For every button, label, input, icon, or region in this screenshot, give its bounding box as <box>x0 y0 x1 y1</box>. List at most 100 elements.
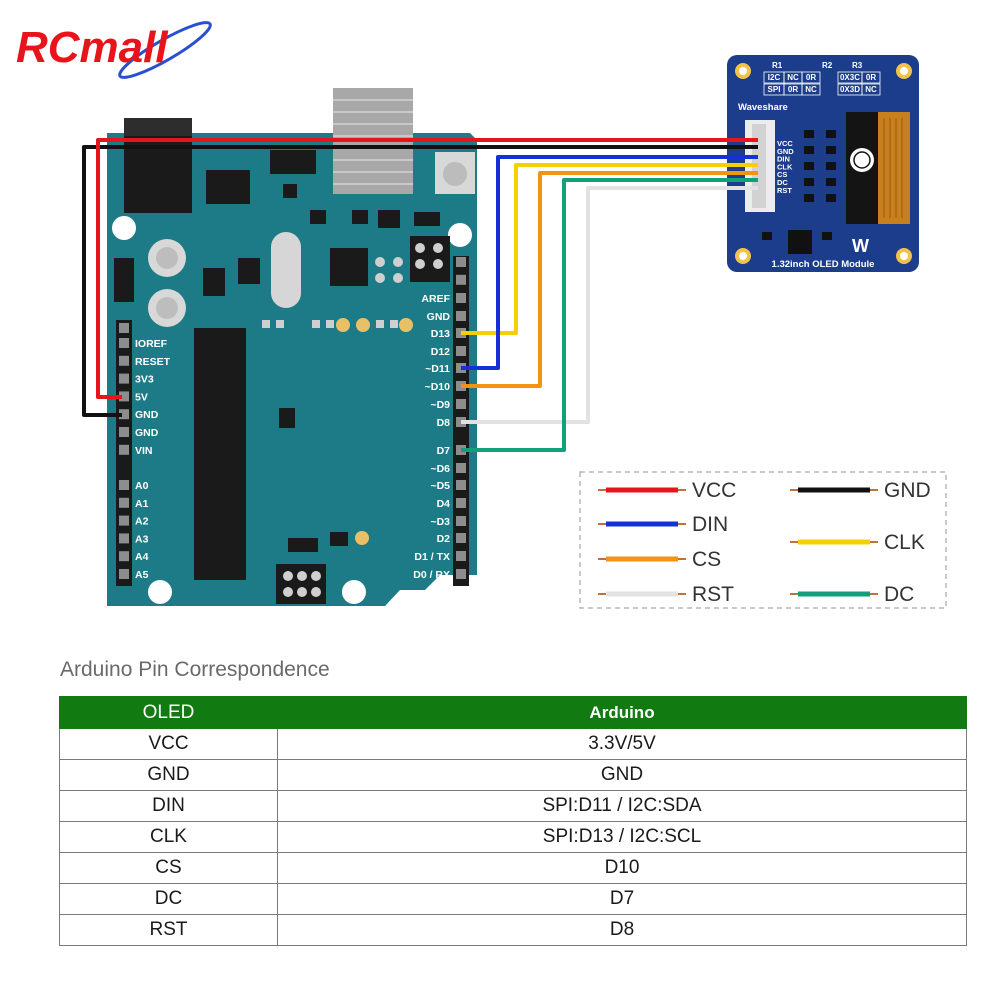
waveshare-logo-mark: W <box>852 236 869 256</box>
connector-pin-label: CLK <box>777 162 793 171</box>
oled-pin-cell: CLK <box>59 821 278 853</box>
res-label-r2: R2 <box>822 61 833 70</box>
legend-label: CS <box>692 548 721 571</box>
power-pin-label: 3V3 <box>135 374 154 386</box>
legend-label: CLK <box>884 531 925 554</box>
config-cell <box>861 71 881 84</box>
config-cell-text: 0R <box>806 73 816 82</box>
wire-cs <box>461 171 758 388</box>
config-table-left: I2C NC 0R SPI 0R NC <box>763 71 821 96</box>
connector-pin-label: DIN <box>777 155 790 164</box>
analog-pin-label: A0 <box>135 480 149 492</box>
analog-pin-label: A5 <box>135 569 149 581</box>
digital-pin-square <box>456 399 466 409</box>
wire-din <box>461 155 758 370</box>
config-cell-text: NC <box>805 85 817 94</box>
oled-pin-cell: DC <box>59 883 278 915</box>
legend-item: VCC <box>598 479 736 502</box>
analog-pin-label: A2 <box>135 516 149 528</box>
analog-pin-square <box>119 497 129 508</box>
res-label-r1: R1 <box>772 61 783 70</box>
analog-pin-square <box>119 551 129 562</box>
oled-pin-cell: GND <box>59 759 278 791</box>
digital-pin-label: ~D10 <box>425 381 451 393</box>
power-pin-square <box>119 444 129 455</box>
config-cell-text: NC <box>787 73 799 82</box>
oled-pin-cell: VCC <box>59 728 278 760</box>
digital-pin-label: ~D9 <box>430 399 450 411</box>
analog-pin-square <box>119 480 129 490</box>
config-cell <box>861 83 881 96</box>
digital-pin-square <box>456 346 466 356</box>
crystal <box>271 232 301 308</box>
analog-pin-label: A1 <box>135 498 149 510</box>
digital-pin-label: ~D6 <box>430 463 450 475</box>
module-name: 1.32inch OLED Module <box>772 259 875 270</box>
config-cell <box>801 83 821 96</box>
wire-vcc <box>96 138 758 399</box>
oled-pin-cell: CS <box>59 852 278 884</box>
analog-pin-square <box>119 515 129 526</box>
digital-pin-square <box>456 257 466 267</box>
digital-pin-label: D2 <box>437 533 451 545</box>
wire-gnd <box>82 145 758 417</box>
digital-pin-square <box>456 274 466 285</box>
legend-item: GND <box>790 479 931 502</box>
power-pin-square <box>119 355 129 366</box>
legend-item: DIN <box>598 513 728 536</box>
power-pin-label: GND <box>135 409 159 421</box>
digital-pin-square <box>456 516 466 526</box>
oled-pin-cell: DIN <box>59 790 278 822</box>
wire-dc <box>461 178 758 452</box>
legend-label: GND <box>884 479 931 502</box>
digital-pin-label: AREF <box>421 293 450 305</box>
digital-pin-label: D1 / TX <box>414 551 450 563</box>
arduino-pin-cell: SPI:D11 / I2C:SDA <box>277 790 967 822</box>
power-pin-label: RESET <box>135 356 171 368</box>
wires <box>82 138 758 452</box>
digital-pin-label: ~D5 <box>430 480 450 492</box>
connector-pin-label: VCC <box>777 139 793 148</box>
power-pin-square <box>119 427 129 437</box>
digital-pin-square <box>456 569 466 579</box>
legend-label: VCC <box>692 479 736 502</box>
connector-pin-label: RST <box>777 186 792 195</box>
wiring-diagram: RCmall <box>16 21 947 609</box>
flex-cable <box>878 112 910 224</box>
analog-pin-square <box>119 569 129 579</box>
config-cell-text: 0R <box>788 85 798 94</box>
digital-pin-label: D13 <box>431 328 450 340</box>
analog-pin-label: A3 <box>135 533 149 545</box>
header-oled: OLED <box>59 696 278 729</box>
header-arduino: Arduino <box>277 696 967 729</box>
arduino-pin-cell: D8 <box>277 914 967 946</box>
config-cell-text: I2C <box>768 73 781 82</box>
digital-pin-square <box>456 480 466 490</box>
power-pin-label: GND <box>135 427 159 439</box>
arduino-pin-cell: 3.3V/5V <box>277 728 967 760</box>
logo-text: RCmall <box>16 23 168 72</box>
digital-pin-square <box>456 533 466 543</box>
arduino-pin-cell: D7 <box>277 883 967 915</box>
legend-box <box>579 471 947 609</box>
config-cell-text: SPI <box>768 85 781 94</box>
connector-pin-label: GND <box>777 147 794 156</box>
legend-item: RST <box>598 583 734 606</box>
legend-label: RST <box>692 583 734 606</box>
digital-pin-label: D12 <box>431 346 450 358</box>
digital-pin-label: D0 / RX <box>413 569 450 581</box>
usb-controller-chip <box>330 248 368 286</box>
legend-item: CLK <box>790 531 925 554</box>
digital-pin-square <box>456 293 466 303</box>
power-pin-square <box>119 373 129 384</box>
digital-pin-labels: AREFGNDD13D12~D11~D10~D9D8D7~D6~D5D4~D3D… <box>413 293 450 581</box>
power-pin-label: VIN <box>135 445 153 457</box>
